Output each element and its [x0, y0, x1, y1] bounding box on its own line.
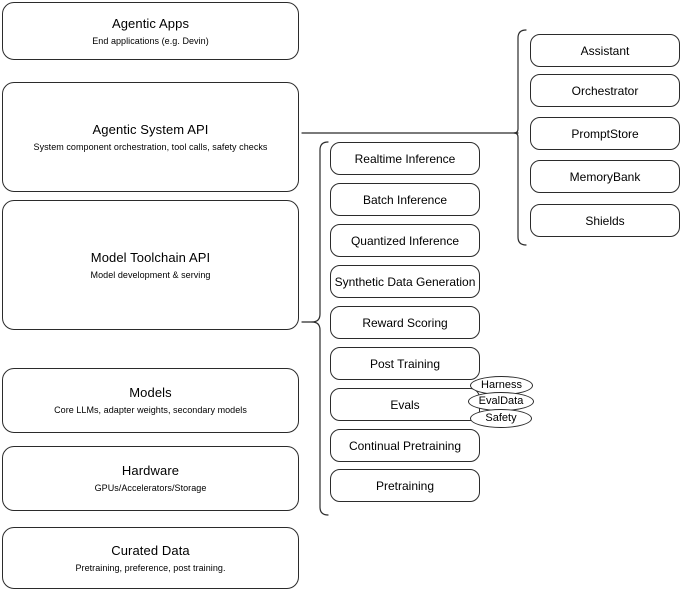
capability-label: Continual Pretraining [348, 438, 462, 453]
component-label: PromptStore [571, 126, 639, 141]
capability-box-batch-inference[interactable]: Batch Inference [330, 183, 480, 216]
component-box-orchestrator[interactable]: Orchestrator [530, 74, 680, 107]
component-box-promptstore[interactable]: PromptStore [530, 117, 680, 150]
capability-label: Synthetic Data Generation [334, 274, 476, 289]
layer-box-curated-data[interactable]: Curated Data Pretraining, preference, po… [2, 527, 299, 589]
layer-subtitle: Core LLMs, adapter weights, secondary mo… [54, 405, 247, 415]
component-label: MemoryBank [569, 169, 641, 184]
component-box-memorybank[interactable]: MemoryBank [530, 160, 680, 193]
capability-box-realtime-inference[interactable]: Realtime Inference [330, 142, 480, 175]
layer-subtitle: Pretraining, preference, post training. [75, 562, 226, 573]
capability-box-reward-scoring[interactable]: Reward Scoring [330, 306, 480, 339]
layer-box-agentic-apps[interactable]: Agentic Apps End applications (e.g. Devi… [2, 2, 299, 60]
component-box-shields[interactable]: Shields [530, 204, 680, 237]
capability-label: Evals [390, 397, 420, 412]
component-label: Shields [585, 213, 625, 228]
capability-box-pretraining[interactable]: Pretraining [330, 469, 480, 502]
capability-box-quantized-inference[interactable]: Quantized Inference [330, 224, 480, 257]
bracket-toolchain-capabilities [311, 141, 329, 516]
layer-subtitle: System component orchestration, tool cal… [33, 141, 268, 152]
eval-badge-safety[interactable]: Safety [470, 409, 532, 428]
capability-label: Realtime Inference [354, 151, 456, 166]
component-label: Assistant [580, 43, 630, 58]
capability-label: Post Training [369, 356, 441, 371]
layer-subtitle: GPUs/Accelerators/Storage [94, 483, 207, 493]
capability-box-post-training[interactable]: Post Training [330, 347, 480, 380]
capability-label: Quantized Inference [350, 233, 460, 248]
layer-box-model-toolchain-api[interactable]: Model Toolchain API Model development & … [2, 200, 299, 330]
bracket-system-components [513, 29, 527, 246]
layer-title: Models [129, 385, 172, 400]
capability-box-evals[interactable]: Evals [330, 388, 480, 421]
layer-title: Hardware [121, 463, 180, 478]
layer-title: Curated Data [111, 542, 190, 558]
layer-subtitle: End applications (e.g. Devin) [92, 35, 209, 46]
layer-subtitle: Model development & serving [90, 269, 211, 280]
layer-box-models[interactable]: Models Core LLMs, adapter weights, secon… [2, 368, 299, 433]
layer-title: Agentic Apps [111, 15, 190, 31]
layer-box-hardware[interactable]: Hardware GPUs/Accelerators/Storage [2, 446, 299, 511]
capability-label: Pretraining [375, 478, 435, 493]
layer-title: Agentic System API [92, 121, 209, 137]
capability-box-continual-pretraining[interactable]: Continual Pretraining [330, 429, 480, 462]
capability-label: Batch Inference [362, 192, 448, 207]
capability-label: Reward Scoring [362, 315, 448, 330]
component-label: Orchestrator [571, 83, 639, 98]
capability-box-synthetic-data-generation[interactable]: Synthetic Data Generation [330, 265, 480, 298]
layer-title: Model Toolchain API [90, 249, 211, 265]
layer-box-agentic-system-api[interactable]: Agentic System API System component orch… [2, 82, 299, 192]
component-box-assistant[interactable]: Assistant [530, 34, 680, 67]
